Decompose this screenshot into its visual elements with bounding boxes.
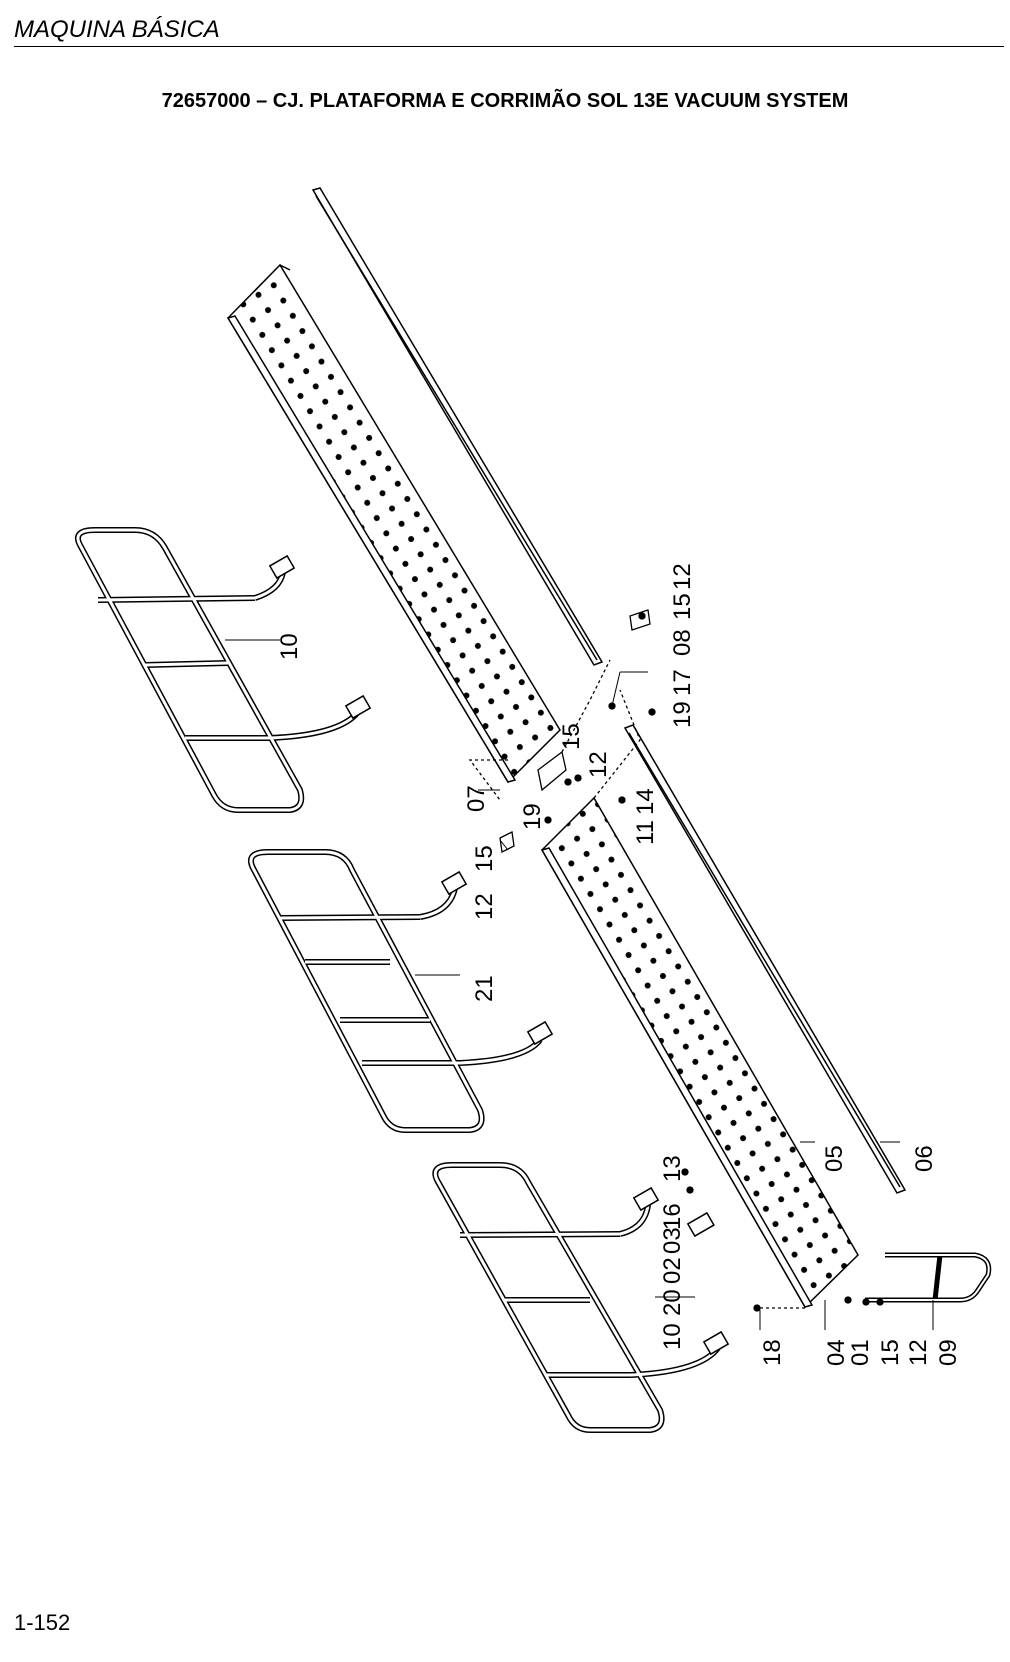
callout-02: 02 <box>659 1257 686 1284</box>
leader-lines <box>225 639 934 1330</box>
callout-08: 08 <box>669 629 696 656</box>
callout-17: 17 <box>669 669 696 696</box>
lower-perforated-platform <box>540 796 859 1309</box>
handrail-top-inner <box>76 528 360 812</box>
handrail-middle-inner <box>249 850 542 1132</box>
callout-03: 03 <box>659 1227 686 1254</box>
page-header: MAQUINA BÁSICA <box>14 14 1004 47</box>
callout-14: 14 <box>632 788 659 815</box>
handrail-top-brackets <box>268 554 372 720</box>
callout-13: 13 <box>659 1155 686 1182</box>
page-number: 1-152 <box>14 1610 71 1635</box>
callout-16: 16 <box>659 1203 686 1230</box>
callout-05: 05 <box>821 1145 848 1172</box>
bottom-fasteners <box>681 1168 884 1312</box>
callout-12-d: 12 <box>905 1339 932 1366</box>
callout-09: 09 <box>935 1339 962 1366</box>
callout-07: 07 <box>463 785 490 812</box>
callout-18: 18 <box>759 1339 786 1366</box>
end-rail <box>865 1252 992 1303</box>
section-title: MAQUINA BÁSICA <box>14 16 220 43</box>
callout-12-c: 12 <box>669 563 696 590</box>
callout-12-a: 12 <box>585 751 612 778</box>
callout-11: 11 <box>632 820 659 845</box>
callout-15-b: 15 <box>471 845 498 872</box>
end-rail-inner <box>865 1254 990 1301</box>
callout-10-bottom: 10 <box>659 1323 686 1350</box>
handrail-middle-brackets <box>440 870 554 1046</box>
callout-19-b: 19 <box>669 701 696 728</box>
upper-perforated-platform <box>226 263 561 784</box>
handrail-top <box>74 527 361 813</box>
callout-15-a: 15 <box>558 723 585 750</box>
callout-21: 21 <box>471 975 498 1002</box>
callout-06: 06 <box>911 1145 938 1172</box>
callout-01: 01 <box>847 1339 874 1366</box>
callout-10-top: 10 <box>276 633 303 660</box>
callouts: 10 07 15 12 19 15 12 11 14 19 17 08 15 1… <box>276 563 962 1366</box>
callout-12-b: 12 <box>471 893 498 920</box>
callout-20: 20 <box>659 1289 686 1316</box>
lower-side-rail <box>623 724 907 1194</box>
document-title: 72657000 – CJ. PLATAFORMA E CORRIMÃO SOL… <box>161 90 849 112</box>
handrail-bottom-brackets <box>632 1186 730 1356</box>
callout-15-d: 15 <box>877 1339 904 1366</box>
upper-side-rail <box>311 187 604 666</box>
callout-04: 04 <box>823 1339 850 1366</box>
callout-19-a: 19 <box>519 803 546 830</box>
callout-15-c: 15 <box>669 593 696 620</box>
joint-hardware <box>468 609 656 853</box>
